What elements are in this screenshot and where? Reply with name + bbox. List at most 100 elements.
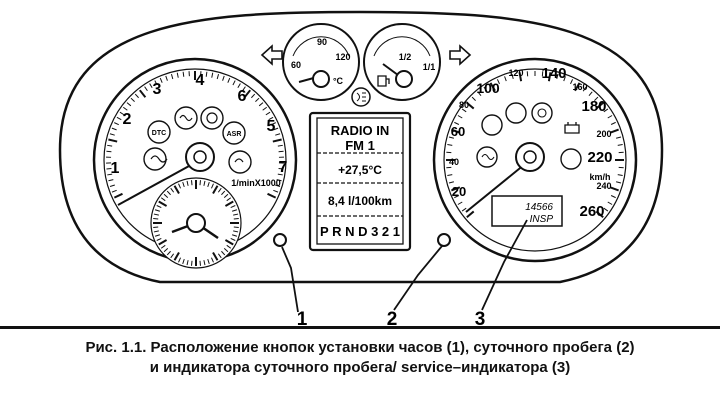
tachometer-tick-mark	[176, 72, 179, 78]
speedometer-tick-mark	[563, 76, 566, 82]
trip-reset-button[interactable]	[437, 233, 451, 247]
clock-set-button[interactable]	[273, 233, 287, 247]
speedometer-tick-mark	[447, 144, 453, 146]
tachometer-tick-mark	[216, 74, 220, 80]
speedo-num-140: 140	[541, 65, 566, 82]
speedometer-tick-mark	[496, 79, 500, 85]
speedometer-tick-mark	[616, 136, 622, 139]
speedometer-tick-mark	[556, 73, 559, 79]
tachometer-tick-mark	[119, 111, 125, 116]
speedometer-needle	[465, 159, 531, 213]
speedometer-tick-mark	[603, 207, 609, 212]
speedometer-tick-mark	[457, 201, 463, 205]
dtc-warning-icon	[147, 120, 171, 144]
right-turn-signal-icon	[449, 44, 472, 66]
lamp-glyph-abs: ASR	[227, 131, 242, 138]
speedometer-tick-mark	[603, 108, 609, 113]
clock-tick-mark	[226, 197, 232, 202]
tachometer-tick-mark	[182, 71, 185, 77]
tachometer-tick-mark	[107, 173, 113, 176]
tachometer-tick-mark	[159, 77, 163, 83]
clock-tick-mark	[224, 200, 234, 207]
callout-leaders	[281, 219, 528, 313]
door-open-icon	[560, 148, 582, 170]
tachometer-tick-mark	[267, 192, 277, 199]
tacho-num-4: 4	[196, 72, 205, 89]
clock-tick-mark	[173, 185, 180, 195]
clock-tick-mark	[166, 190, 171, 196]
speedo-num-260: 260	[579, 203, 604, 220]
tachometer-tick-mark	[262, 106, 267, 111]
speedometer-tick-mark	[457, 115, 463, 119]
clock-tick-mark	[203, 260, 206, 266]
clock-tick-mark	[182, 258, 185, 265]
odometer-line2: INSP	[530, 214, 554, 225]
speedometer-tick-mark	[461, 108, 467, 113]
temp-label-90: 90	[317, 37, 327, 47]
clock-tick-mark	[207, 258, 210, 265]
tachometer-tick-mark	[170, 74, 174, 80]
abs-warning-icon	[222, 121, 246, 145]
speedometer-tick-mark	[582, 86, 587, 92]
tachometer-tick-mark	[134, 93, 139, 99]
tachometer-tick-mark	[243, 89, 251, 98]
speedo-num-20: 20	[452, 184, 466, 199]
tachometer-tick-mark	[276, 179, 282, 182]
lamp-glyph-battery	[234, 158, 244, 163]
fuel-gauge: 1/2 1/1	[363, 23, 441, 101]
clock-tick-mark	[153, 226, 159, 228]
clock-tick-mark	[226, 244, 232, 249]
clock-tick-mark	[210, 183, 214, 189]
speedometer-tick-mark	[547, 72, 552, 82]
seatbelt-warning-icon	[481, 114, 503, 136]
temp-hub	[312, 70, 330, 88]
speedometer-tick-mark	[595, 102, 604, 110]
clock-tick-mark	[173, 251, 180, 261]
clock-tick-mark	[170, 187, 175, 193]
leader-3	[481, 219, 528, 311]
clock-tick-mark	[153, 213, 159, 216]
speedometer-tick-mark	[594, 96, 599, 101]
speedometer-tick-mark	[610, 195, 616, 199]
speedometer-tick-mark	[447, 174, 453, 176]
clock-tick-mark	[212, 185, 219, 195]
leader-1	[281, 246, 299, 313]
tachometer-tick-mark	[227, 77, 231, 83]
speedometer-tick-mark	[610, 121, 616, 125]
tachometer-tick-mark	[144, 86, 148, 92]
clock-tick-mark	[163, 193, 169, 198]
clock-tick-mark	[233, 226, 239, 228]
headlight-glyph	[356, 92, 366, 102]
speedo-num-180: 180	[581, 98, 606, 115]
speedometer-tick-mark	[609, 128, 619, 134]
clock-tick-mark	[158, 200, 168, 207]
tachometer-tick-mark	[126, 102, 132, 107]
speedometer-tick-mark	[504, 76, 507, 82]
clock-tick-mark	[207, 181, 210, 188]
tacho-num-5: 5	[267, 118, 276, 135]
clock-tick-mark	[221, 190, 226, 196]
tachometer-tick-mark	[268, 116, 274, 121]
lamp-glyph-oil	[150, 155, 168, 163]
callout-number-2: 2	[387, 309, 398, 326]
speedometer-tick-mark	[477, 91, 482, 96]
tachometer-tick-mark	[109, 184, 115, 187]
speedometer-tick-mark	[466, 102, 475, 110]
lamp-glyph-brake	[206, 112, 218, 124]
tachometer-tick-mark	[273, 189, 279, 193]
engine-warning-icon	[505, 102, 527, 124]
tachometer-needle	[117, 159, 201, 206]
clock-tick-mark	[191, 260, 193, 266]
speedometer-tick-mark	[511, 73, 514, 79]
tacho-num-6: 6	[238, 88, 247, 105]
fuel-label-half: 1/2	[399, 52, 412, 62]
speedometer-tick-mark	[451, 128, 461, 134]
speedo-num-200: 200	[596, 129, 611, 139]
clock-tick-mark	[154, 209, 161, 212]
tachometer-tick-mark	[275, 133, 281, 136]
fuel-label-full: 1/1	[423, 62, 436, 72]
clock-tick-mark	[153, 230, 159, 233]
left-turn-signal-icon	[260, 44, 283, 66]
speedo-num-100: 100	[476, 80, 500, 96]
tachometer-tick-mark	[242, 86, 246, 92]
